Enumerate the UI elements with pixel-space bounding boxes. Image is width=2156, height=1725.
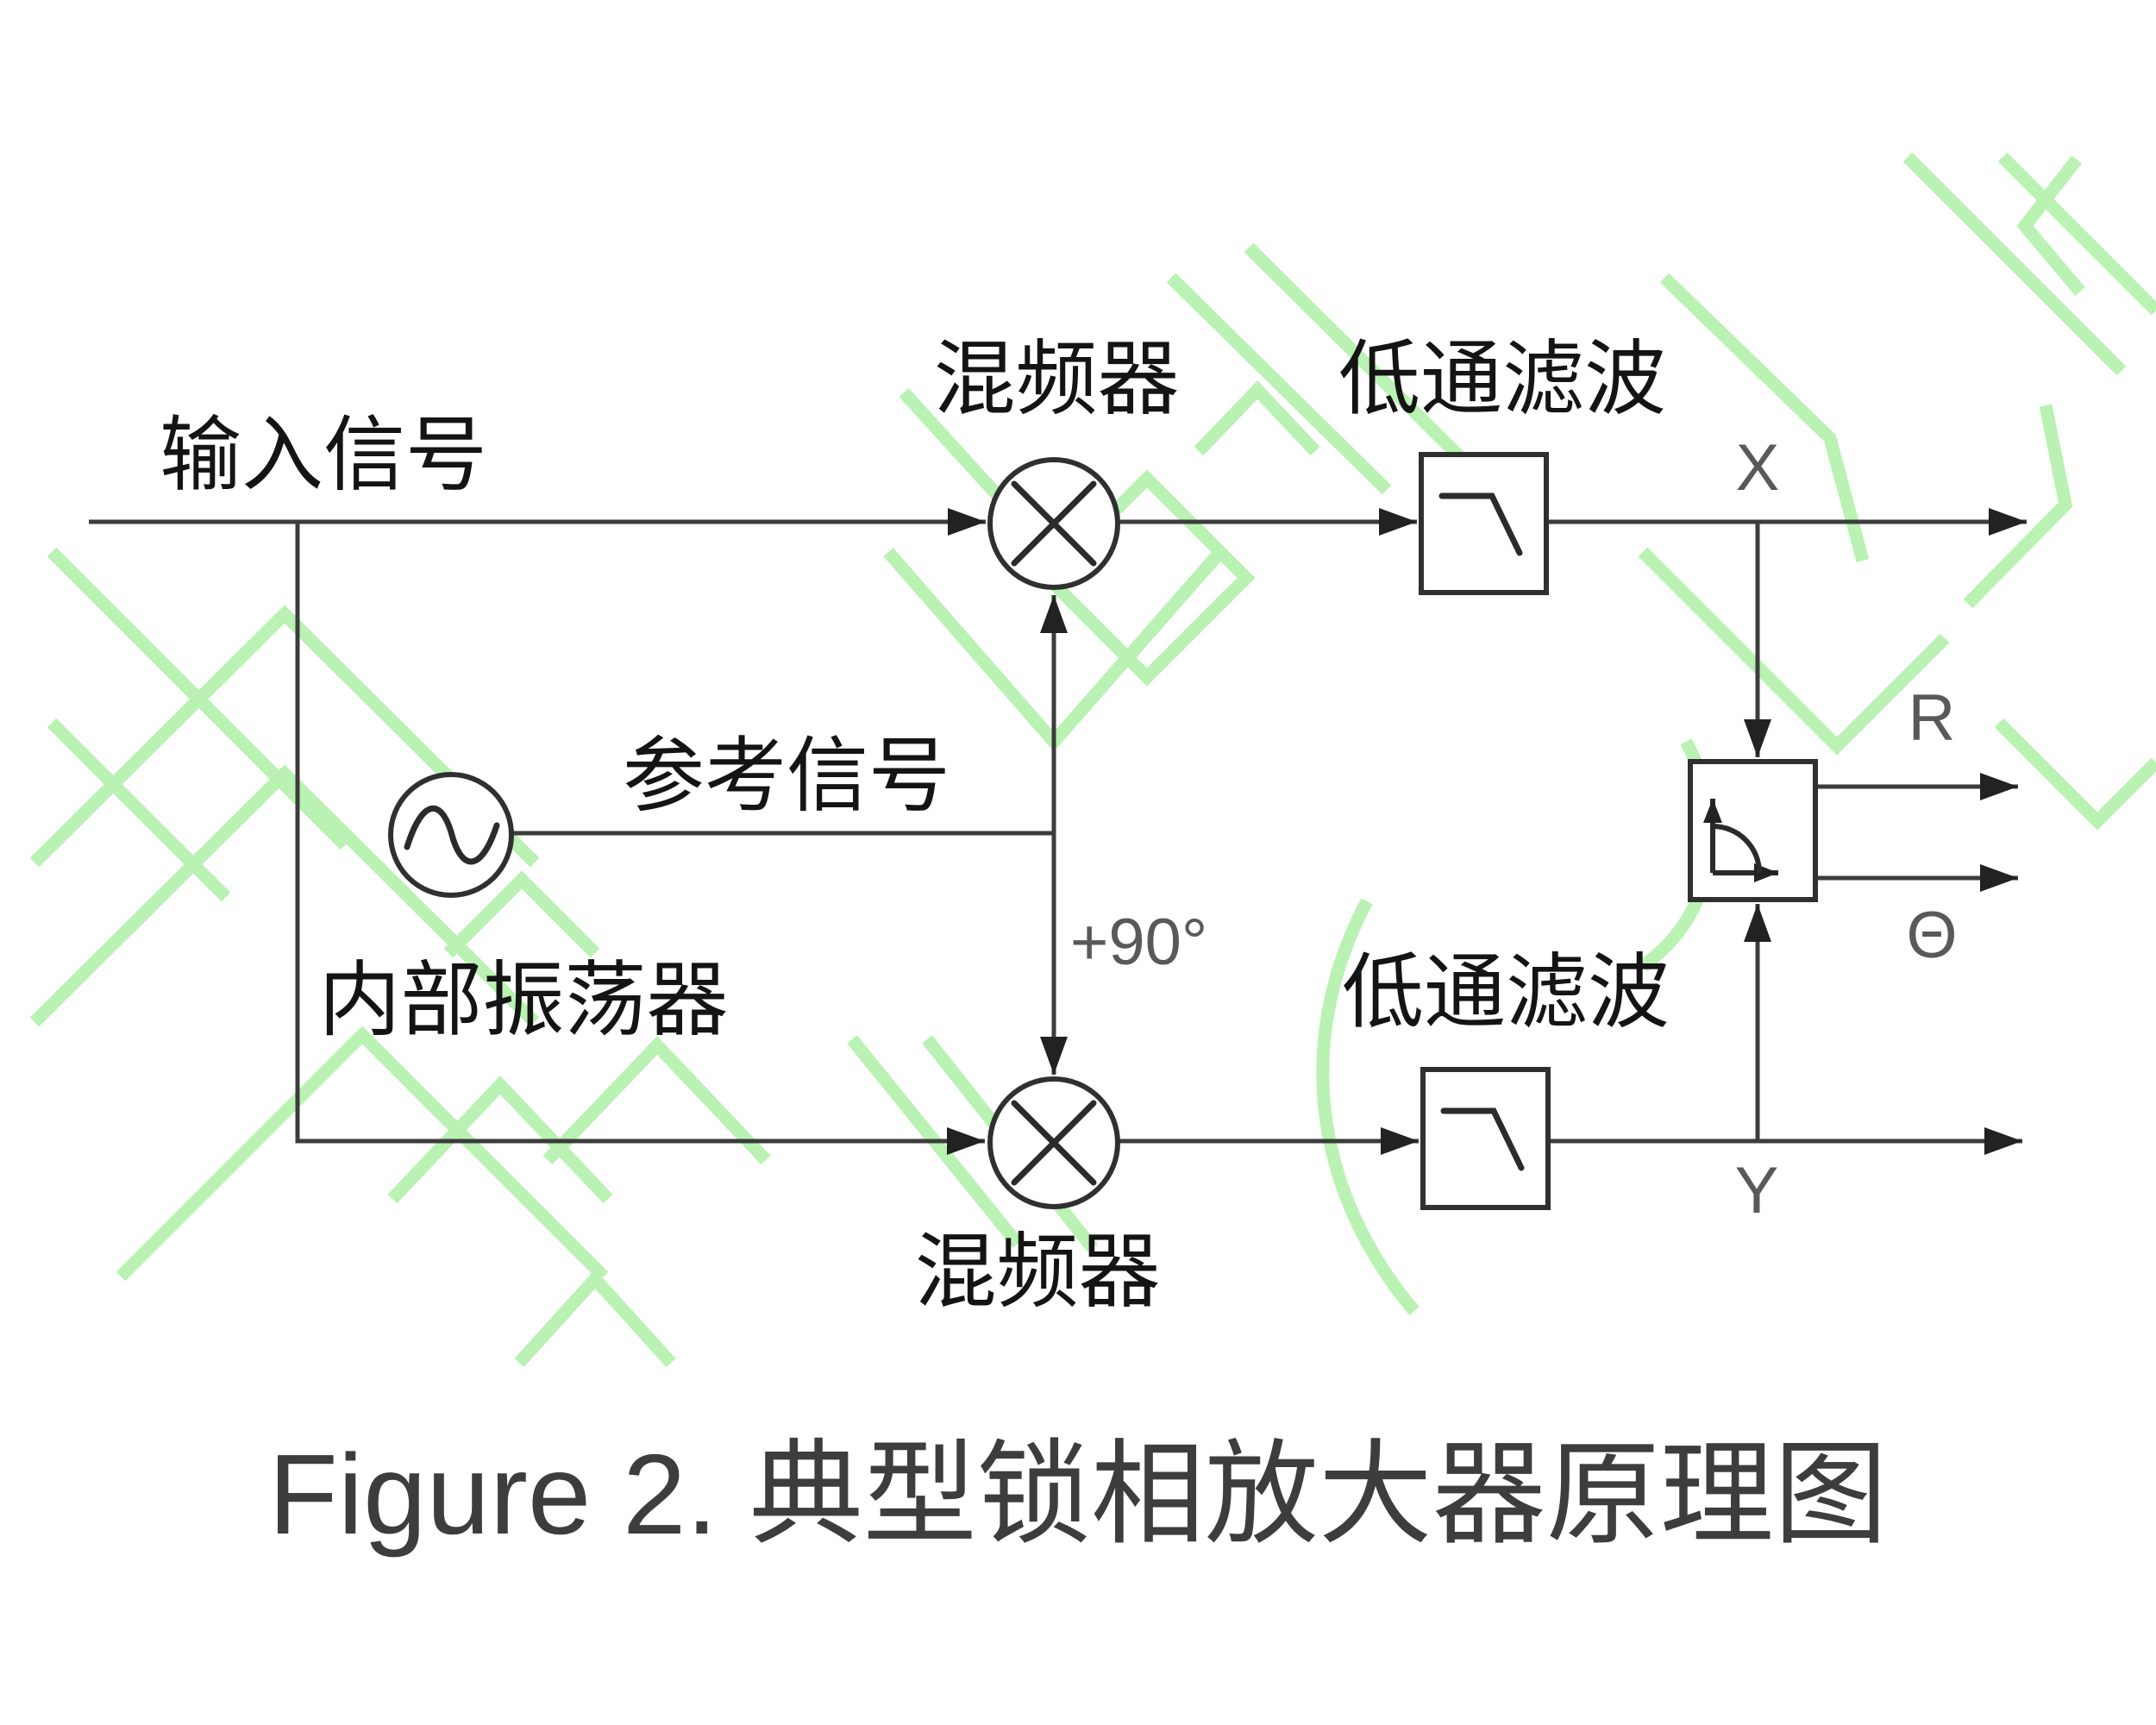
lpf-top-box	[1419, 452, 1549, 595]
label-lpf-bottom: 低通滤波	[1342, 947, 1670, 1038]
sine-wave-icon	[404, 806, 500, 865]
watermark-stroke	[1244, 242, 1467, 464]
label-internal-oscillator: 内部振荡器	[318, 955, 728, 1046]
lpf-bottom-response-icon	[1440, 1107, 1525, 1171]
mixer-top-cross-icon	[1011, 480, 1097, 567]
watermark-stroke	[542, 1036, 771, 1165]
watermark-stroke	[387, 1076, 613, 1204]
mixer-bottom-cross-icon	[1011, 1100, 1097, 1186]
wire-input-branch-to-mixer-bottom	[295, 522, 985, 1155]
watermark-stroke	[1166, 273, 1392, 495]
watermark-stroke	[1638, 547, 1950, 756]
watermark-stroke	[1997, 152, 2156, 316]
label-mixer-bottom: 混频器	[914, 1226, 1160, 1318]
polar-angle-arc-icon	[1712, 824, 1762, 874]
label-reference-signal: 参考信号	[623, 731, 950, 822]
label-output-y: Y	[1735, 1154, 1779, 1227]
watermark-stroke	[443, 870, 600, 958]
polar-converter-box	[1688, 759, 1818, 902]
labels: 输入信号 混频器 低通滤波 X 参考信号 内部振荡器 +90° 低通滤波 混频器…	[160, 334, 1958, 1558]
wires	[89, 508, 2027, 1155]
watermark-stroke	[1963, 404, 2073, 609]
watermark-stroke	[1994, 718, 2156, 831]
watermark-stroke	[1194, 380, 1320, 456]
watermark-stroke	[29, 764, 540, 1027]
figure-caption: Figure 2. 典型锁相放大器原理图	[268, 1431, 1888, 1558]
watermark-stroke	[1659, 273, 1870, 562]
watermark-stroke	[1902, 152, 2127, 376]
label-output-r: R	[1908, 681, 1956, 755]
lpf-top-response-icon	[1438, 492, 1523, 556]
nodes	[388, 452, 1818, 1210]
watermark-stroke	[2016, 155, 2085, 296]
label-output-x: X	[1736, 431, 1780, 505]
label-lpf-top: 低通滤波	[1338, 334, 1666, 425]
label-input-signal: 输入信号	[160, 410, 487, 501]
label-output-theta: Θ	[1906, 899, 1957, 972]
label-mixer-top: 混频器	[933, 334, 1179, 425]
label-phase-shift: +90°	[1070, 906, 1207, 979]
watermark-stroke	[514, 1269, 676, 1368]
watermark-stroke	[116, 1026, 609, 1282]
watermark-stroke	[47, 718, 231, 902]
lpf-bottom-box	[1420, 1067, 1551, 1210]
watermark-stroke	[1316, 898, 1420, 1315]
